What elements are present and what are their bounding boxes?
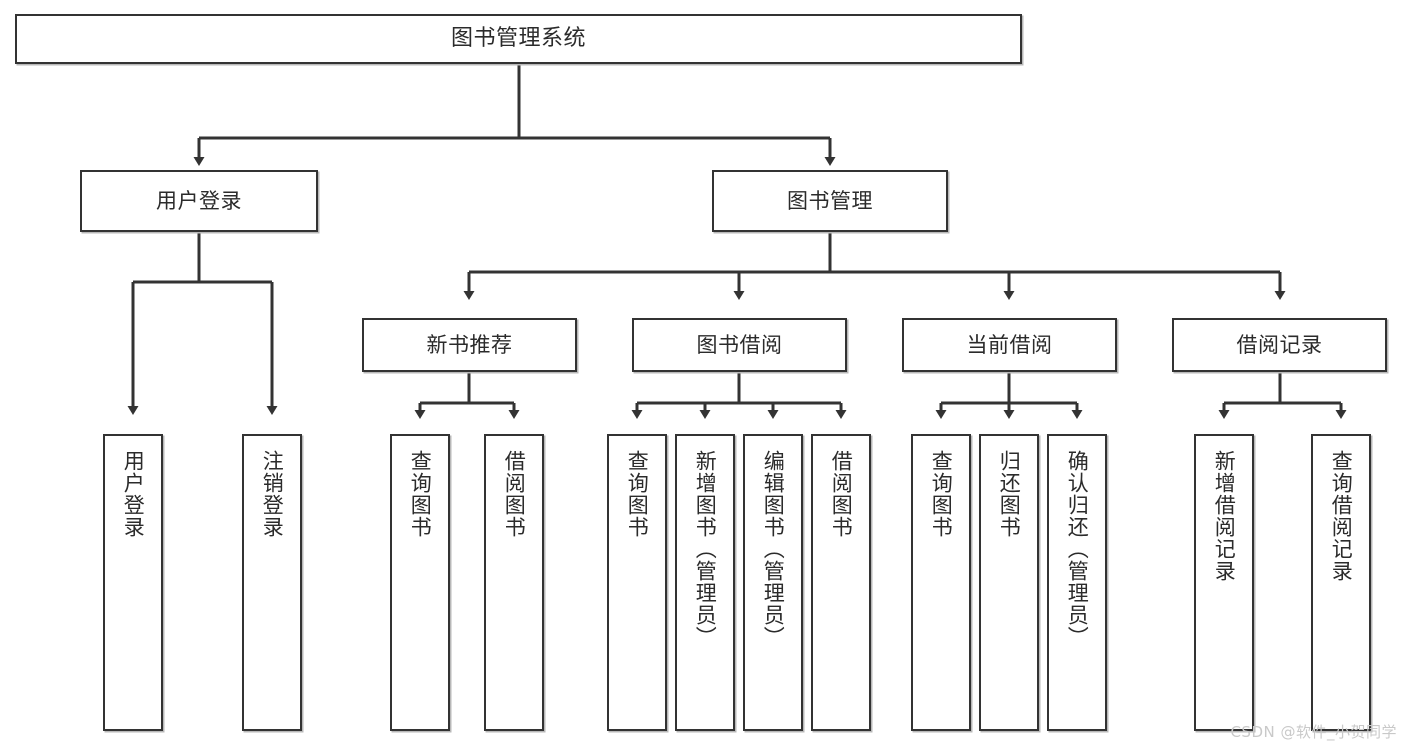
node-current-borrow[interactable]: 当前借阅 (902, 318, 1117, 372)
node-borrow-record-label: 借阅记录 (1236, 332, 1323, 357)
node-leaf-add-book-label: 新增图书（管理员） (693, 450, 718, 648)
node-leaf-confirm-return[interactable]: 确认归还（管理员） (1047, 434, 1107, 731)
node-leaf-add-record-label: 新增借阅记录 (1212, 450, 1237, 582)
node-book-manage[interactable]: 图书管理 (712, 170, 948, 232)
node-book-manage-label: 图书管理 (787, 188, 873, 213)
node-leaf-user-logout[interactable]: 注销登录 (242, 434, 302, 731)
node-leaf-query-book-2-label: 查询图书 (625, 450, 650, 538)
node-root-label: 图书管理系统 (450, 26, 586, 52)
node-leaf-query-book-1[interactable]: 查询图书 (390, 434, 450, 731)
node-leaf-borrow-book-1-label: 借阅图书 (502, 450, 527, 538)
node-book-borrow[interactable]: 图书借阅 (632, 318, 847, 372)
node-leaf-borrow-book-1[interactable]: 借阅图书 (484, 434, 544, 731)
node-leaf-confirm-return-label: 确认归还（管理员） (1065, 450, 1090, 648)
node-leaf-return-book-label: 归还图书 (997, 450, 1022, 538)
node-leaf-edit-book-label: 编辑图书（管理员） (761, 450, 786, 648)
node-current-borrow-label: 当前借阅 (966, 332, 1053, 357)
node-leaf-edit-book[interactable]: 编辑图书（管理员） (743, 434, 803, 731)
node-leaf-query-record-label: 查询借阅记录 (1329, 450, 1354, 582)
node-leaf-query-book-1-label: 查询图书 (408, 450, 433, 538)
node-leaf-borrow-book-2[interactable]: 借阅图书 (811, 434, 871, 731)
node-user-login-label: 用户登录 (156, 188, 242, 213)
node-user-login[interactable]: 用户登录 (80, 170, 318, 232)
node-borrow-record[interactable]: 借阅记录 (1172, 318, 1387, 372)
node-leaf-add-record[interactable]: 新增借阅记录 (1194, 434, 1254, 731)
node-root[interactable]: 图书管理系统 (15, 14, 1022, 64)
node-leaf-query-book-3-label: 查询图书 (929, 450, 954, 538)
node-leaf-return-book[interactable]: 归还图书 (979, 434, 1039, 731)
node-leaf-user-login[interactable]: 用户登录 (103, 434, 163, 731)
node-leaf-borrow-book-2-label: 借阅图书 (829, 450, 854, 538)
node-leaf-query-book-3[interactable]: 查询图书 (911, 434, 971, 731)
node-leaf-query-record[interactable]: 查询借阅记录 (1311, 434, 1371, 731)
node-leaf-add-book[interactable]: 新增图书（管理员） (675, 434, 735, 731)
node-leaf-user-login-label: 用户登录 (121, 450, 146, 538)
watermark-text: CSDN @软件_小贺同学 (1230, 723, 1397, 741)
node-leaf-query-book-2[interactable]: 查询图书 (607, 434, 667, 731)
node-leaf-user-logout-label: 注销登录 (260, 450, 285, 538)
node-book-borrow-label: 图书借阅 (696, 332, 783, 357)
node-new-book-rec[interactable]: 新书推荐 (362, 318, 577, 372)
node-new-book-rec-label: 新书推荐 (426, 332, 513, 357)
